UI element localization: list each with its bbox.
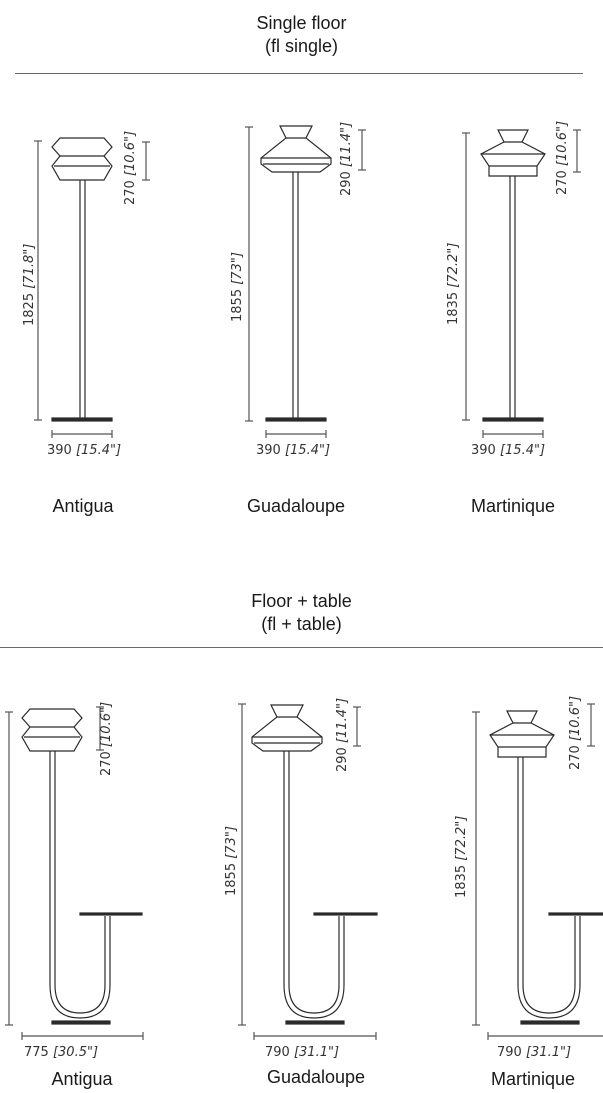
dimension-inches: [11.4"] [335, 697, 350, 744]
martinique-single-shade-dimension: 270 [10.6"] [555, 121, 570, 195]
section-divider [0, 647, 603, 648]
dimension-inches: [10.6"] [99, 701, 114, 748]
dimension-inches: [15.4"] [499, 443, 546, 458]
guadaloupe-table-width-dimension: 790 [31.1"] [265, 1045, 339, 1060]
guadaloupe-single-shade-dimension: 290 [11.4"] [339, 122, 354, 196]
guadaloupe-table-shade-dimension: 290 [11.4"] [335, 698, 350, 772]
antigua-single-drawing [34, 137, 150, 438]
section-title-line2: (fl single) [264, 36, 339, 56]
dimension-mm: 1855 [230, 288, 245, 322]
guadaloupe-table-height-dimension: 1855 [73"] [224, 826, 239, 896]
lamp-name: Martinique [490, 1069, 576, 1089]
guadaloupe-table-drawing [238, 703, 378, 1040]
dimension-mm: 775 [24, 1045, 49, 1060]
dimension-mm: 290 [335, 747, 350, 772]
dimension-mm: 1835 [446, 291, 461, 325]
martinique-single-width-dimension: 390 [15.4"] [471, 443, 545, 458]
dimension-inches: [15.4"] [75, 443, 122, 458]
guadaloupe-single-drawing [245, 125, 366, 438]
dimension-inches: [72.2"] [446, 242, 461, 288]
antigua-table-drawing [5, 706, 144, 1040]
dimension-mm: 790 [265, 1045, 290, 1060]
martinique-table-height-dimension: 1835 [72.2"] [454, 816, 469, 898]
dimension-mm: 390 [471, 443, 496, 458]
antigua-single-shade-dimension: 270 [10.6"] [123, 131, 138, 205]
dimension-inches: [72.2"] [454, 815, 469, 861]
dimension-mm: 790 [497, 1045, 522, 1060]
dimension-inches: [71.8"] [22, 243, 37, 289]
dimension-inches: [11.4"] [339, 121, 354, 168]
section-title-line2: (fl + table) [261, 614, 342, 634]
martinique-table-drawing [472, 703, 603, 1040]
dimension-inches: [73"] [230, 252, 245, 285]
dimension-inches: [73"] [224, 826, 239, 859]
section-title-line1: Single floor [256, 13, 347, 33]
dimension-mm: 270 [123, 180, 138, 205]
dimension-mm: 390 [256, 443, 281, 458]
dimension-inches: [30.5"] [52, 1045, 99, 1060]
antigua-table-width-dimension: 775 [30.5"] [24, 1045, 98, 1060]
dimension-mm: 1825 [22, 292, 37, 326]
dimension-mm: 390 [47, 443, 72, 458]
dimension-mm: 270 [555, 170, 570, 195]
dimension-mm: 1835 [454, 864, 469, 898]
lamp-name: Guadaloupe [246, 496, 346, 516]
dimension-mm: 270 [99, 751, 114, 776]
lamp-name: Antigua [52, 496, 114, 516]
guadaloupe-single-width-dimension: 390 [15.4"] [256, 443, 330, 458]
martinique-single-drawing [462, 129, 581, 438]
antigua-single-width-dimension: 390 [15.4"] [47, 443, 121, 458]
dimension-mm: 290 [339, 171, 354, 196]
dimension-mm: 1855 [224, 862, 239, 896]
dimension-inches: [15.4"] [284, 443, 331, 458]
martinique-single-height-dimension: 1835 [72.2"] [446, 243, 461, 325]
dimension-inches: [10.6"] [123, 130, 138, 177]
antigua-single-height-dimension: 1825 [71.8"] [22, 244, 37, 326]
section-title-single-floor: Single floor (fl single) [0, 12, 603, 58]
martinique-table-shade-dimension: 270 [10.6"] [568, 696, 583, 770]
section-title-line1: Floor + table [251, 591, 352, 611]
dimension-mm: 270 [568, 745, 583, 770]
lamp-name: Guadaloupe [266, 1067, 366, 1087]
antigua-table-shade-dimension: 270 [10.6"] [99, 702, 114, 776]
section-divider [15, 73, 583, 74]
dimension-inches: [10.6"] [568, 695, 583, 742]
dimension-inches: [31.1"] [525, 1045, 572, 1060]
dimension-inches: [10.6"] [555, 120, 570, 167]
dimension-inches: [31.1"] [293, 1045, 340, 1060]
lamp-name: Martinique [470, 496, 556, 516]
lamp-name: Antigua [51, 1069, 113, 1089]
section-title-floor-table: Floor + table (fl + table) [0, 590, 603, 636]
guadaloupe-single-height-dimension: 1855 [73"] [230, 252, 245, 322]
martinique-table-width-dimension: 790 [31.1"] [497, 1045, 571, 1060]
